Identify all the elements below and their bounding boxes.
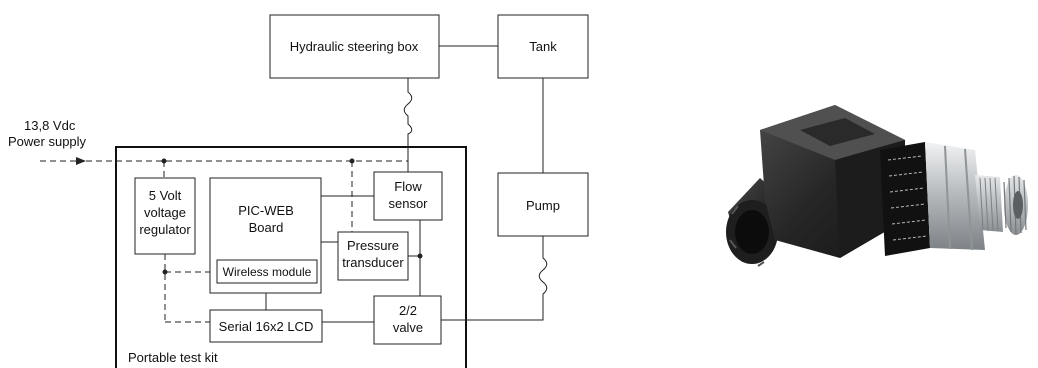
steering-flow-hose [403, 78, 413, 173]
pump-valve-hose [441, 236, 548, 321]
flow-sensor-box [373, 171, 443, 221]
portable-test-kit-box [115, 146, 467, 368]
wireless-module-box [216, 259, 318, 284]
voltage-regulator-line3: regulator [139, 222, 191, 237]
portable-test-kit-label: Portable test kit [128, 350, 218, 365]
valve-line1: 2/2 [399, 303, 417, 318]
pressure-transducer-line2: transducer [342, 255, 404, 270]
pressure-transducer-photo [726, 105, 1028, 267]
wireless-module-label: Wireless module [223, 265, 312, 279]
flow-sensor-line2: sensor [388, 196, 428, 211]
pic-web-board-line1: PIC-WEB [238, 203, 294, 218]
hydraulic-steering-box [269, 14, 440, 79]
lcd-label: Serial 16x2 LCD [219, 319, 314, 334]
power-input-arrow [76, 157, 86, 165]
valve-line2: valve [393, 320, 423, 335]
pump-label: Pump [526, 198, 560, 213]
voltage-regulator-box [134, 177, 196, 255]
hydraulic-steering-box-label: Hydraulic steering box [290, 39, 419, 54]
tank-box [497, 14, 589, 79]
pressure-tap-node [417, 253, 423, 259]
voltage-regulator-line2: voltage [144, 205, 186, 220]
power-supply-voltage: 13,8 Vdc [24, 118, 76, 133]
tank-label: Tank [529, 39, 557, 54]
lcd-box [209, 309, 323, 343]
valve-box [373, 295, 442, 345]
voltage-regulator-line1: 5 Volt [149, 188, 182, 203]
pressure-transducer-line1: Pressure [347, 238, 399, 253]
pressure-transducer-box [337, 231, 409, 281]
power-supply-label: Power supply [8, 134, 87, 149]
regulator-board-node [162, 269, 168, 275]
flow-sensor-line1: Flow [394, 179, 422, 194]
pic-web-board-line2: Board [249, 220, 284, 235]
power-node-regulator [161, 158, 167, 164]
